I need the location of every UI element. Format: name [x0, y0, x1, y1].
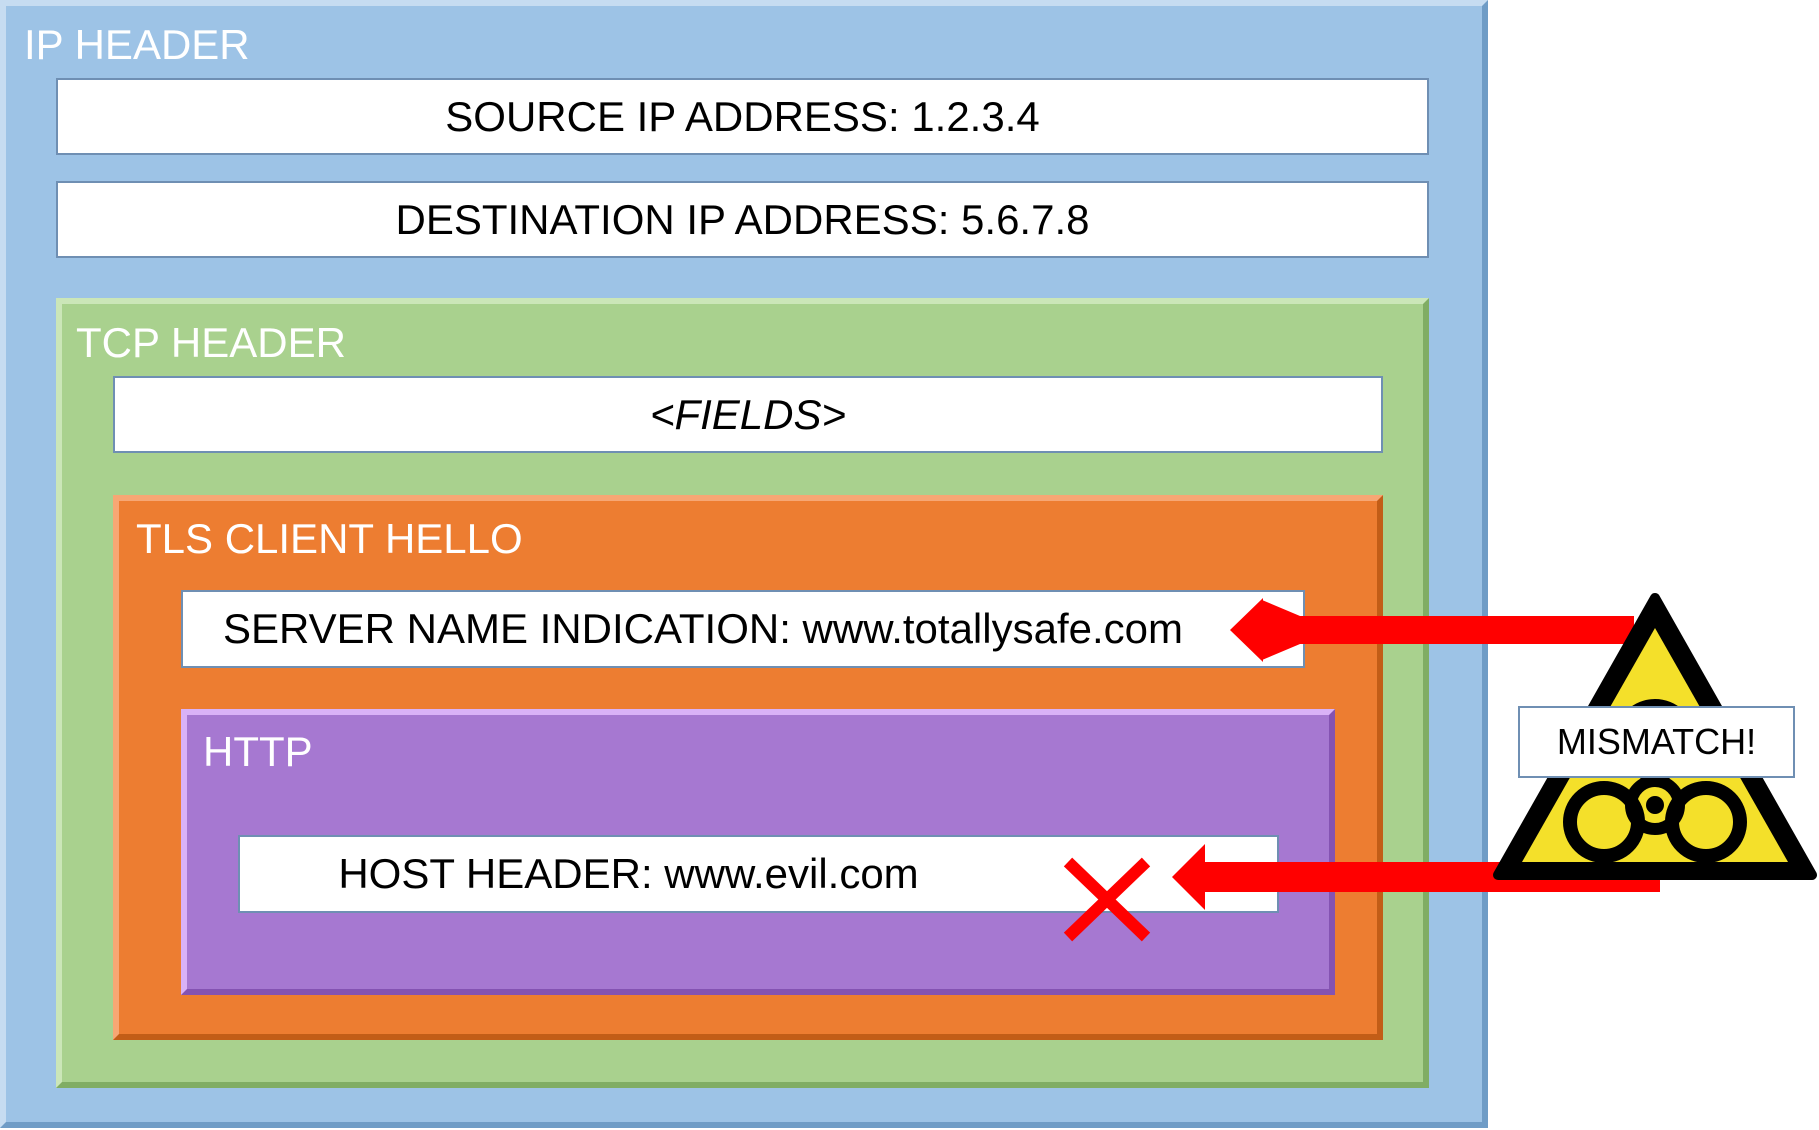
- tls-client-hello-title: TLS CLIENT HELLO: [136, 515, 523, 562]
- mismatch-x-icon: [1063, 857, 1151, 942]
- ip-header-title: IP HEADER: [24, 21, 250, 68]
- mismatch-label: MISMATCH!: [1518, 706, 1795, 778]
- host-header-field: HOST HEADER: www.evil.com: [238, 835, 1279, 913]
- tcp-fields-placeholder: <FIELDS>: [113, 376, 1383, 453]
- sni-arrow: [1230, 598, 1634, 662]
- source-ip-field: SOURCE IP ADDRESS: 1.2.3.4: [56, 78, 1429, 155]
- destination-ip-field: DESTINATION IP ADDRESS: 5.6.7.8: [56, 181, 1429, 258]
- tcp-header-title: TCP HEADER: [76, 319, 346, 366]
- http-title: HTTP: [203, 728, 313, 775]
- sni-field: SERVER NAME INDICATION: www.totallysafe.…: [181, 590, 1305, 668]
